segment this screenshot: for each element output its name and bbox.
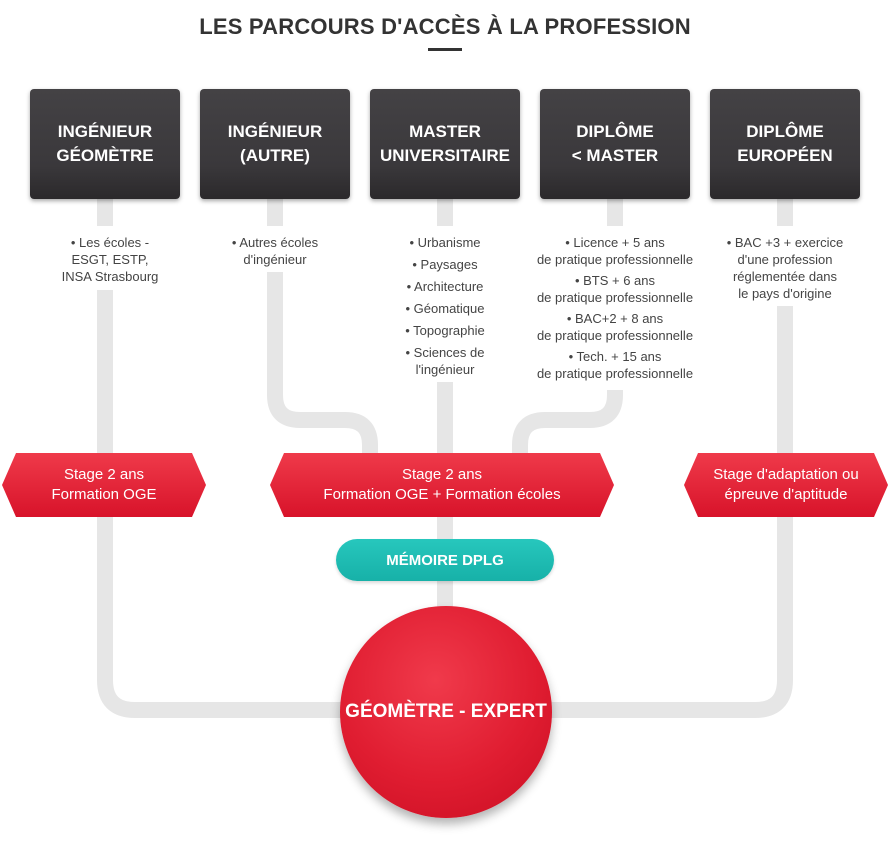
route-label: MASTER UNIVERSITAIRE <box>379 122 511 165</box>
stage-box-adaptation: Stage d'adaptation ou épreuve d'aptitude <box>684 453 888 517</box>
route-details-ingenieur-autre: • Autres écoles d'ingénieur <box>200 234 350 273</box>
detail-item: • BAC +3 + exercice d'une profession rég… <box>726 235 844 301</box>
connector-path-diplome-master <box>512 199 623 470</box>
route-details-diplome-master: • Licence + 5 ans de pratique profession… <box>520 234 710 386</box>
detail-item: • Topographie <box>405 323 485 338</box>
stage-box-oge: Stage 2 ans Formation OGE <box>2 453 206 517</box>
result-circle: GÉOMÈTRE - EXPERT <box>340 606 552 818</box>
stage-box-oge-ecoles: Stage 2 ans Formation OGE + Formation éc… <box>270 453 614 517</box>
route-box-diplome-europeen: DIPLÔME EUROPÉEN <box>710 89 860 199</box>
memoire-dplg-pill: MÉMOIRE DPLG <box>336 539 554 581</box>
result-label: GÉOMÈTRE - EXPERT <box>345 701 547 722</box>
detail-item: • Autres écoles d'ingénieur <box>231 235 319 267</box>
route-label: DIPLÔME < MASTER <box>571 122 659 165</box>
connector-path-diplome-europeen <box>545 199 793 718</box>
route-label: INGÉNIEUR GÉOMÈTRE <box>56 122 154 165</box>
route-details-ingenieur-geometre: • Les écoles - ESGT, ESTP, INSA Strasbou… <box>30 234 190 290</box>
route-label: DIPLÔME EUROPÉEN <box>737 122 833 165</box>
detail-item: • BAC+2 + 8 ans de pratique professionne… <box>536 311 694 343</box>
route-box-ingenieur-autre: INGÉNIEUR (AUTRE) <box>200 89 350 199</box>
detail-item: • Licence + 5 ans de pratique profession… <box>536 235 694 267</box>
route-details-master: • Urbanisme • Paysages • Architecture • … <box>375 234 515 383</box>
page-title: LES PARCOURS D'ACCÈS À LA PROFESSION <box>199 14 691 39</box>
title-underline <box>428 48 462 51</box>
detail-item: • Tech. + 15 ans de pratique professionn… <box>536 349 694 381</box>
route-label: INGÉNIEUR (AUTRE) <box>227 122 323 165</box>
detail-item: • Architecture <box>406 279 484 294</box>
route-box-diplome-master: DIPLÔME < MASTER <box>540 89 690 199</box>
detail-item: • Paysages <box>412 257 478 272</box>
connector-path-ingenieur-autre <box>267 199 378 470</box>
detail-item: • Sciences de l'ingénieur <box>405 345 485 377</box>
detail-item: • Urbanisme <box>409 235 481 250</box>
route-box-master-universitaire: MASTER UNIVERSITAIRE <box>370 89 520 199</box>
detail-item: • Géomatique <box>405 301 485 316</box>
route-box-ingenieur-geometre: INGÉNIEUR GÉOMÈTRE <box>30 89 180 199</box>
detail-item: • BTS + 6 ans de pratique professionnell… <box>536 273 694 305</box>
connector-path-ingenieur-geometre <box>97 199 345 718</box>
detail-item: • Les écoles - ESGT, ESTP, INSA Strasbou… <box>61 235 159 284</box>
route-details-diplome-europeen: • BAC +3 + exercice d'une profession rég… <box>710 234 860 307</box>
